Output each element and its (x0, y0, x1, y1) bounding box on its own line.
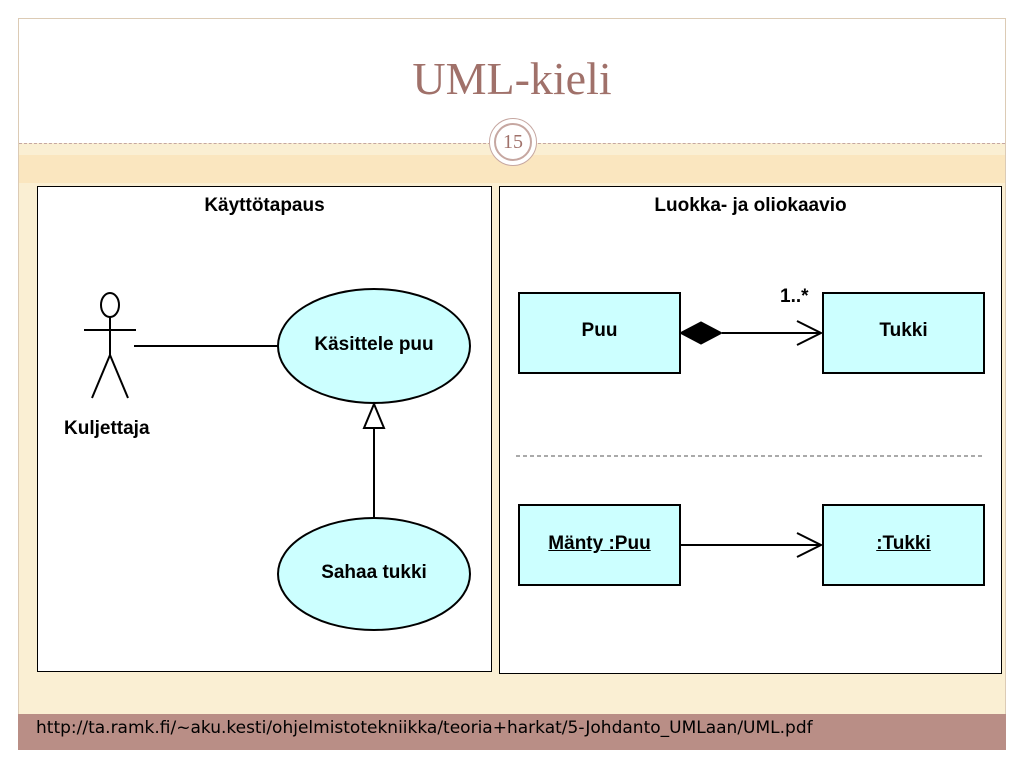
composition-arrowhead (796, 320, 824, 346)
actor-right-leg (109, 354, 129, 399)
object-label-1: Mänty :Puu (548, 533, 651, 554)
footer-bar (18, 714, 1006, 750)
multiplicity-label: 1..* (780, 286, 809, 307)
object-label-2: :Tukki (876, 533, 931, 554)
use-case-heading: Käyttötapaus (204, 195, 325, 216)
actor-head (100, 292, 120, 318)
footer-source-url: http://ta.ramk.fi/~aku.kesti/ohjelmistot… (36, 718, 813, 738)
use-case-label-2: Sahaa tukki (321, 562, 427, 583)
use-case-label-1: Käsittele puu (314, 334, 434, 355)
object-box-1 (518, 504, 681, 586)
actor-left-leg (91, 354, 111, 399)
class-object-heading: Luokka- ja oliokaavio (654, 195, 847, 216)
composition-diamond (678, 321, 724, 345)
class-label-1: Puu (581, 320, 618, 341)
class-box-1 (518, 292, 681, 374)
page-number: 15 (494, 123, 532, 161)
object-box-2 (822, 504, 985, 586)
slide-title: UML-kieli (412, 53, 612, 104)
actor-label: Kuljettaja (64, 418, 150, 439)
object-link-arrowhead (796, 532, 824, 558)
actor-figure (84, 292, 136, 399)
class-object-panel: Luokka- ja oliokaavio (499, 186, 1002, 674)
class-label-2: Tukki (879, 320, 928, 341)
page-number-badge: 15 (489, 118, 537, 166)
generalization-arrowhead (362, 401, 386, 429)
